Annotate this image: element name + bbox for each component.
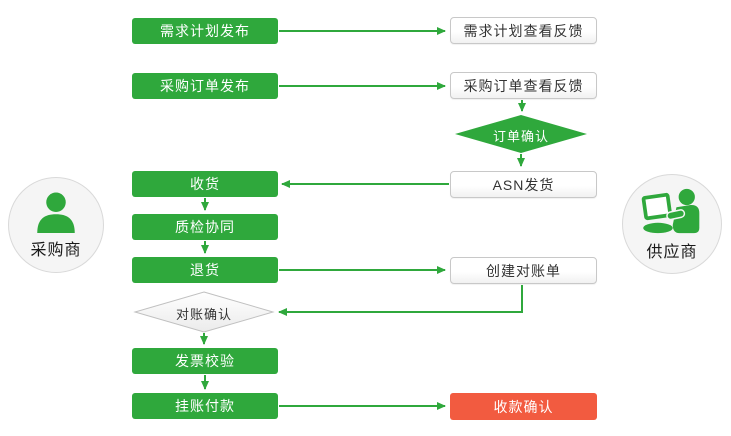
node-book-payment: 挂账付款 <box>132 393 278 419</box>
statement-confirm-diamond <box>133 291 275 333</box>
supplier-person-laptop-icon <box>641 188 700 233</box>
node-po-feedback: 采购订单查看反馈 <box>450 72 597 99</box>
order-confirm-diamond <box>455 115 587 153</box>
supplier-actor: 供应商 <box>622 174 722 274</box>
order-confirm-label: 订单确认 <box>492 129 549 144</box>
node-quality-collab: 质检协同 <box>132 214 278 240</box>
node-demand-plan-publish: 需求计划发布 <box>132 18 278 44</box>
buyer-label: 采购商 <box>30 241 82 259</box>
node-demand-plan-feedback: 需求计划查看反馈 <box>450 17 597 44</box>
supplier-label: 供应商 <box>646 243 698 261</box>
node-invoice-check: 发票校验 <box>132 348 278 374</box>
node-receive-goods: 收货 <box>132 171 278 197</box>
statement-confirm-label: 对账确认 <box>175 307 232 322</box>
arrow-statement-to-confirm <box>278 285 523 316</box>
node-po-publish: 采购订单发布 <box>132 73 278 99</box>
node-asn-ship: ASN发货 <box>450 171 597 198</box>
node-create-statement: 创建对账单 <box>450 257 597 284</box>
node-payment-confirm: 收款确认 <box>450 393 597 420</box>
buyer-actor: 采购商 <box>8 177 104 273</box>
node-return-goods: 退货 <box>132 257 278 283</box>
buyer-person-icon <box>37 192 75 233</box>
